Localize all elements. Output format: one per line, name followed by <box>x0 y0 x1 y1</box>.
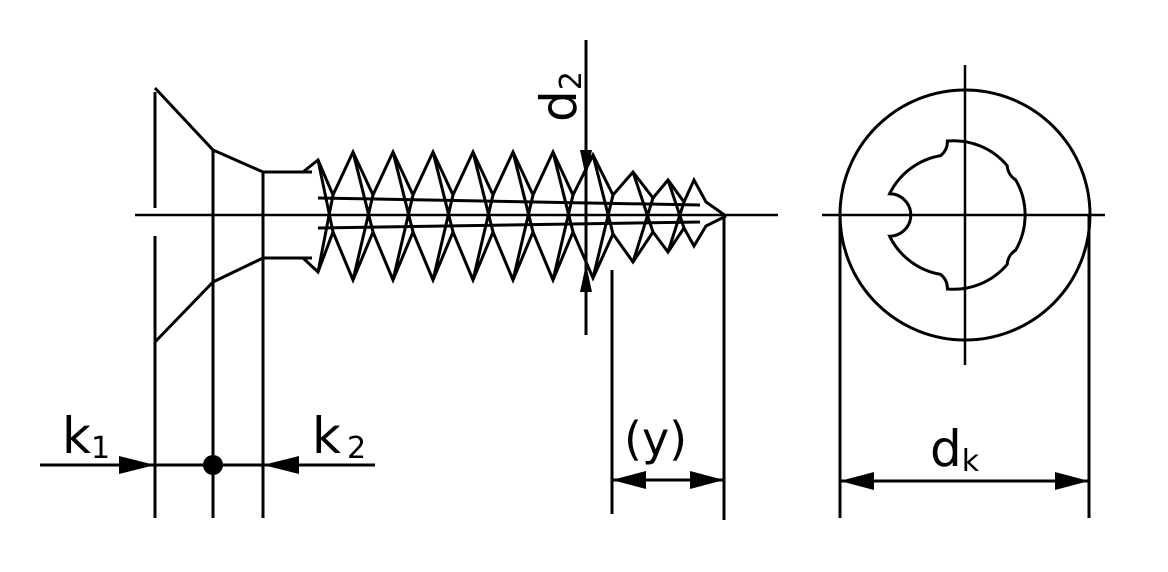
screw-head-cone-lower <box>153 256 264 344</box>
d2-arrow-top <box>580 150 592 178</box>
screw-head-cone-upper <box>153 86 264 174</box>
dk-arrow-right <box>1055 472 1089 490</box>
end-view: dk <box>822 65 1105 518</box>
y-arrow-left <box>612 471 646 489</box>
hexalobular-recess <box>887 139 1027 291</box>
d2-arrow-bottom <box>580 264 592 292</box>
thread-root-bottom <box>317 220 701 230</box>
thread-root-top <box>317 196 701 207</box>
k-reference-dot <box>203 455 223 475</box>
thread-flanks <box>316 151 686 281</box>
y-label: (y) <box>624 412 687 466</box>
dk-arrow-left <box>840 472 874 490</box>
k2-arrow <box>263 456 299 474</box>
k1-arrow <box>119 456 155 474</box>
k1-label: k1 <box>62 407 110 466</box>
dk-label: dk <box>930 420 980 479</box>
d2-label: d2 <box>530 71 589 122</box>
y-arrow-right <box>690 471 724 489</box>
